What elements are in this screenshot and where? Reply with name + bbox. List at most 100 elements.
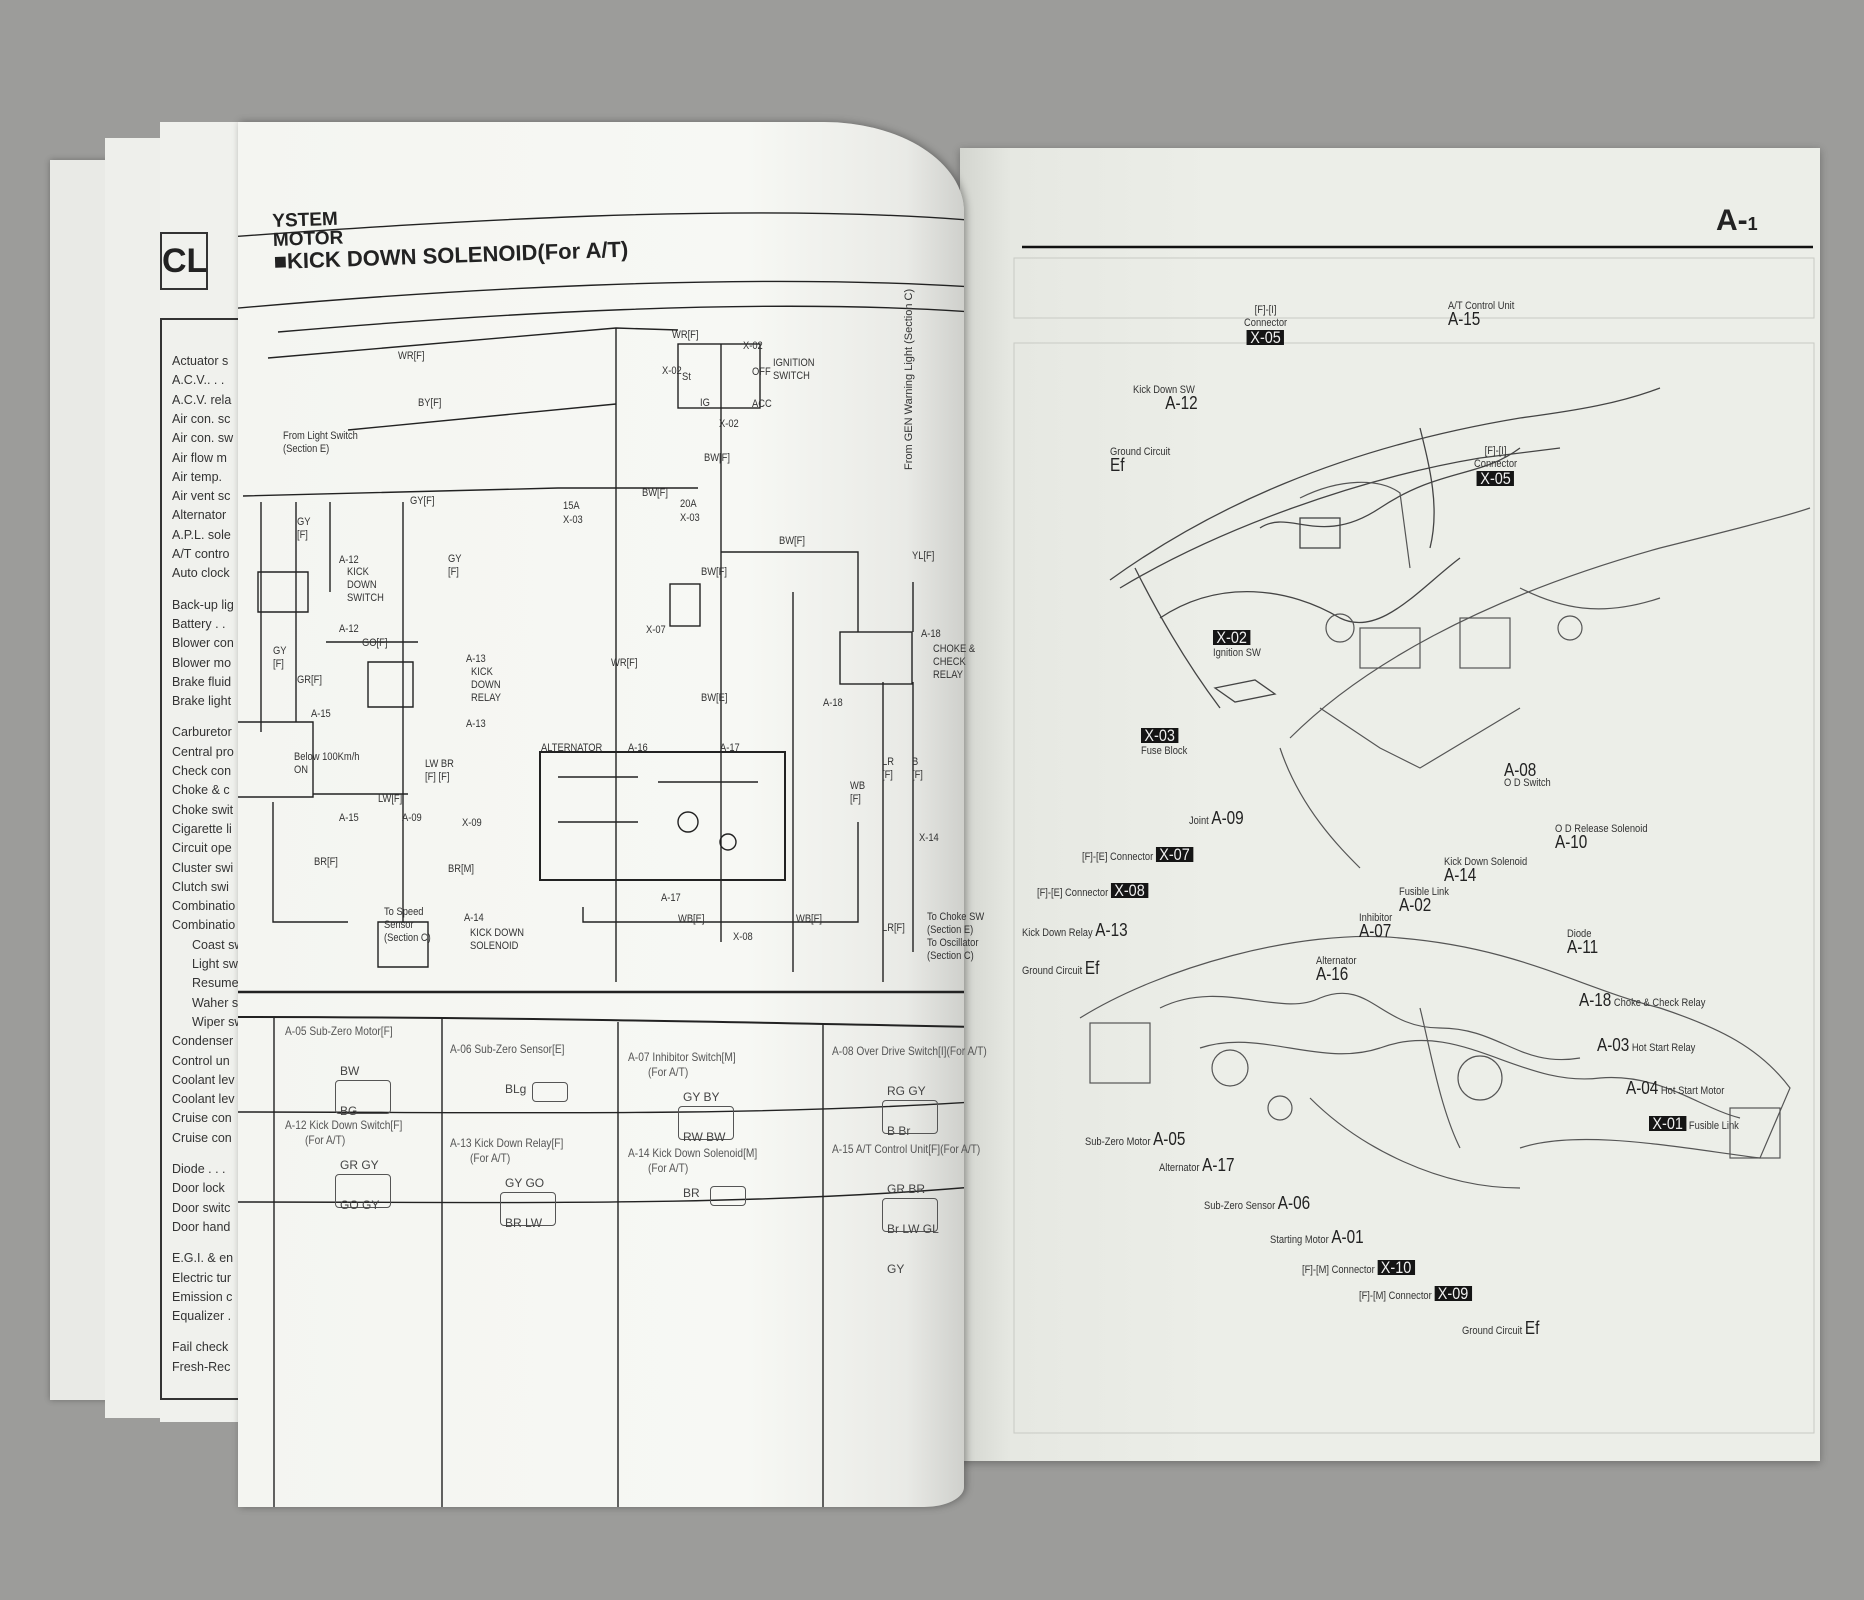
index-item: Alternator [172,508,227,523]
connector-title: A-08 Over Drive Switch[I](For A/T) [832,1044,987,1058]
wire-label: To Choke SW [927,911,985,923]
page-number-text: A- [1716,204,1748,237]
index-item: Choke swit [172,802,234,817]
wire-label: ALTERNATOR [541,742,603,754]
callout-code: X-05 [1246,329,1285,346]
wire-label: A-15 [339,812,359,824]
callout-code: A-18 [1579,990,1612,1010]
index-item: Door lock [172,1181,225,1196]
index-item: Carburetor [172,725,232,740]
connector-shape [500,1192,556,1226]
index-item: Door hand [172,1219,231,1234]
connector-title: A-06 Sub-Zero Sensor[E] [450,1042,565,1056]
wire-label: GY [297,516,311,528]
section-code: CL [160,232,208,290]
wire-label: LR [882,756,894,768]
callout-code: A-08 [1504,760,1537,780]
wire-label: [F] [F] [425,771,450,783]
callout-code: A-09 [1211,808,1244,828]
connector-pins: GO GY [340,1198,380,1212]
callout-code: A-16 [1316,964,1349,984]
callout: [F]-[M] Connector X-10 [1302,1259,1415,1277]
index-item: Battery . . [172,616,226,631]
callout: [F]-[E] Connector X-07 [1082,846,1194,864]
callout-label: Kick Down Solenoid [1444,856,1528,868]
callout-label: Fusible Link [1688,1120,1739,1132]
connector-title: A-05 Sub-Zero Motor[F] [285,1024,393,1038]
wire-label: A-14 [464,912,484,924]
wire-label: (Section C) [927,950,974,962]
index-item: A/T contro [172,547,230,561]
wire-label: B [912,756,919,768]
wire-label: CHECK [933,656,966,668]
wire-label: A-18 [823,697,843,709]
connector-subtitle: (For A/T) [648,1065,689,1079]
wire-label: X-03 [563,514,583,526]
wire-label: LW BR [425,758,454,770]
wire-label: A-13 [466,653,486,665]
wire-label: A-18 [921,628,941,640]
index-item: Cigarette li [172,821,232,836]
wire-label: ON [294,764,309,776]
wiring-schematic [238,212,964,1507]
callout-code: A-15 [1448,309,1481,329]
index-item: Auto clock [172,566,230,581]
index-item: Check con [172,764,232,778]
connector-title: A-13 Kick Down Relay[F] [450,1136,564,1150]
callout-label: Inhibitor [1359,912,1393,924]
wire-label: [F] [448,566,459,578]
callout-label: Ground Circuit [1022,965,1083,977]
from-gen-warning-label: From GEN Warning Light (Section C) [903,288,915,470]
wire-label: DOWN [471,679,501,691]
wire-label: BY[F] [418,397,442,409]
callout-code: A-03 [1597,1035,1630,1055]
callout: [F]-[M] Connector X-09 [1359,1285,1472,1303]
wire-label: OFF [752,366,771,378]
wire-label: (Section E) [283,443,330,455]
callout-label: Kick Down Relay [1022,927,1093,939]
index-item: Coolant lev [172,1072,235,1087]
index-item: Cluster swi [172,860,234,875]
wire-label: [F] [882,769,893,781]
index-item: Brake fluid [172,674,232,689]
wire-label: St [682,371,691,383]
index-item: Light sw [192,957,238,971]
index-item: Door switc [172,1200,231,1215]
connector-pins: GY BY [683,1090,720,1104]
index-item: Electric tur [172,1270,232,1285]
callout-label: [F]-[I] [1484,445,1507,457]
wire-label: To Speed [384,906,424,918]
callout: Kick Down Relay A-13 [1022,921,1128,940]
callout: Ground Circuit Ef [1022,959,1099,978]
callout: O D Release Solenoid A-10 [1555,823,1648,851]
callout-label: Alternator [1159,1162,1200,1174]
connector-subtitle: (For A/T) [305,1133,346,1147]
index-item: Condenser [172,1034,234,1049]
wire-label: X-14 [919,832,939,844]
connector-pins: GR BR [887,1182,926,1196]
index-item: Cruise con [172,1130,232,1145]
connector-title: A-12 Kick Down Switch[F] [285,1118,403,1132]
index-item: Air vent sc [172,489,231,504]
callout: A-04 Hot Start Motor [1626,1079,1724,1098]
index-item: Emission c [172,1289,233,1304]
wire-label: GY [448,553,462,565]
wire-label: WB [850,780,866,792]
index-list [160,318,270,1400]
callout-code: X-05 [1476,470,1515,487]
callout-code: A-01 [1331,1227,1364,1247]
wire-label: A-16 [628,742,648,754]
callout-label: Joint [1189,815,1209,827]
callout-code: Ef [1524,1318,1540,1338]
index-item: Blower mo [172,655,232,670]
wire-label: A-12 [339,554,359,566]
page-number-sub: 1 [1747,214,1758,234]
callout-code: X-09 [1434,1285,1472,1302]
index-item: Combinatio [172,899,236,914]
callout: A-18 Choke & Check Relay [1579,991,1705,1010]
connector-subtitle: (For A/T) [648,1161,689,1175]
